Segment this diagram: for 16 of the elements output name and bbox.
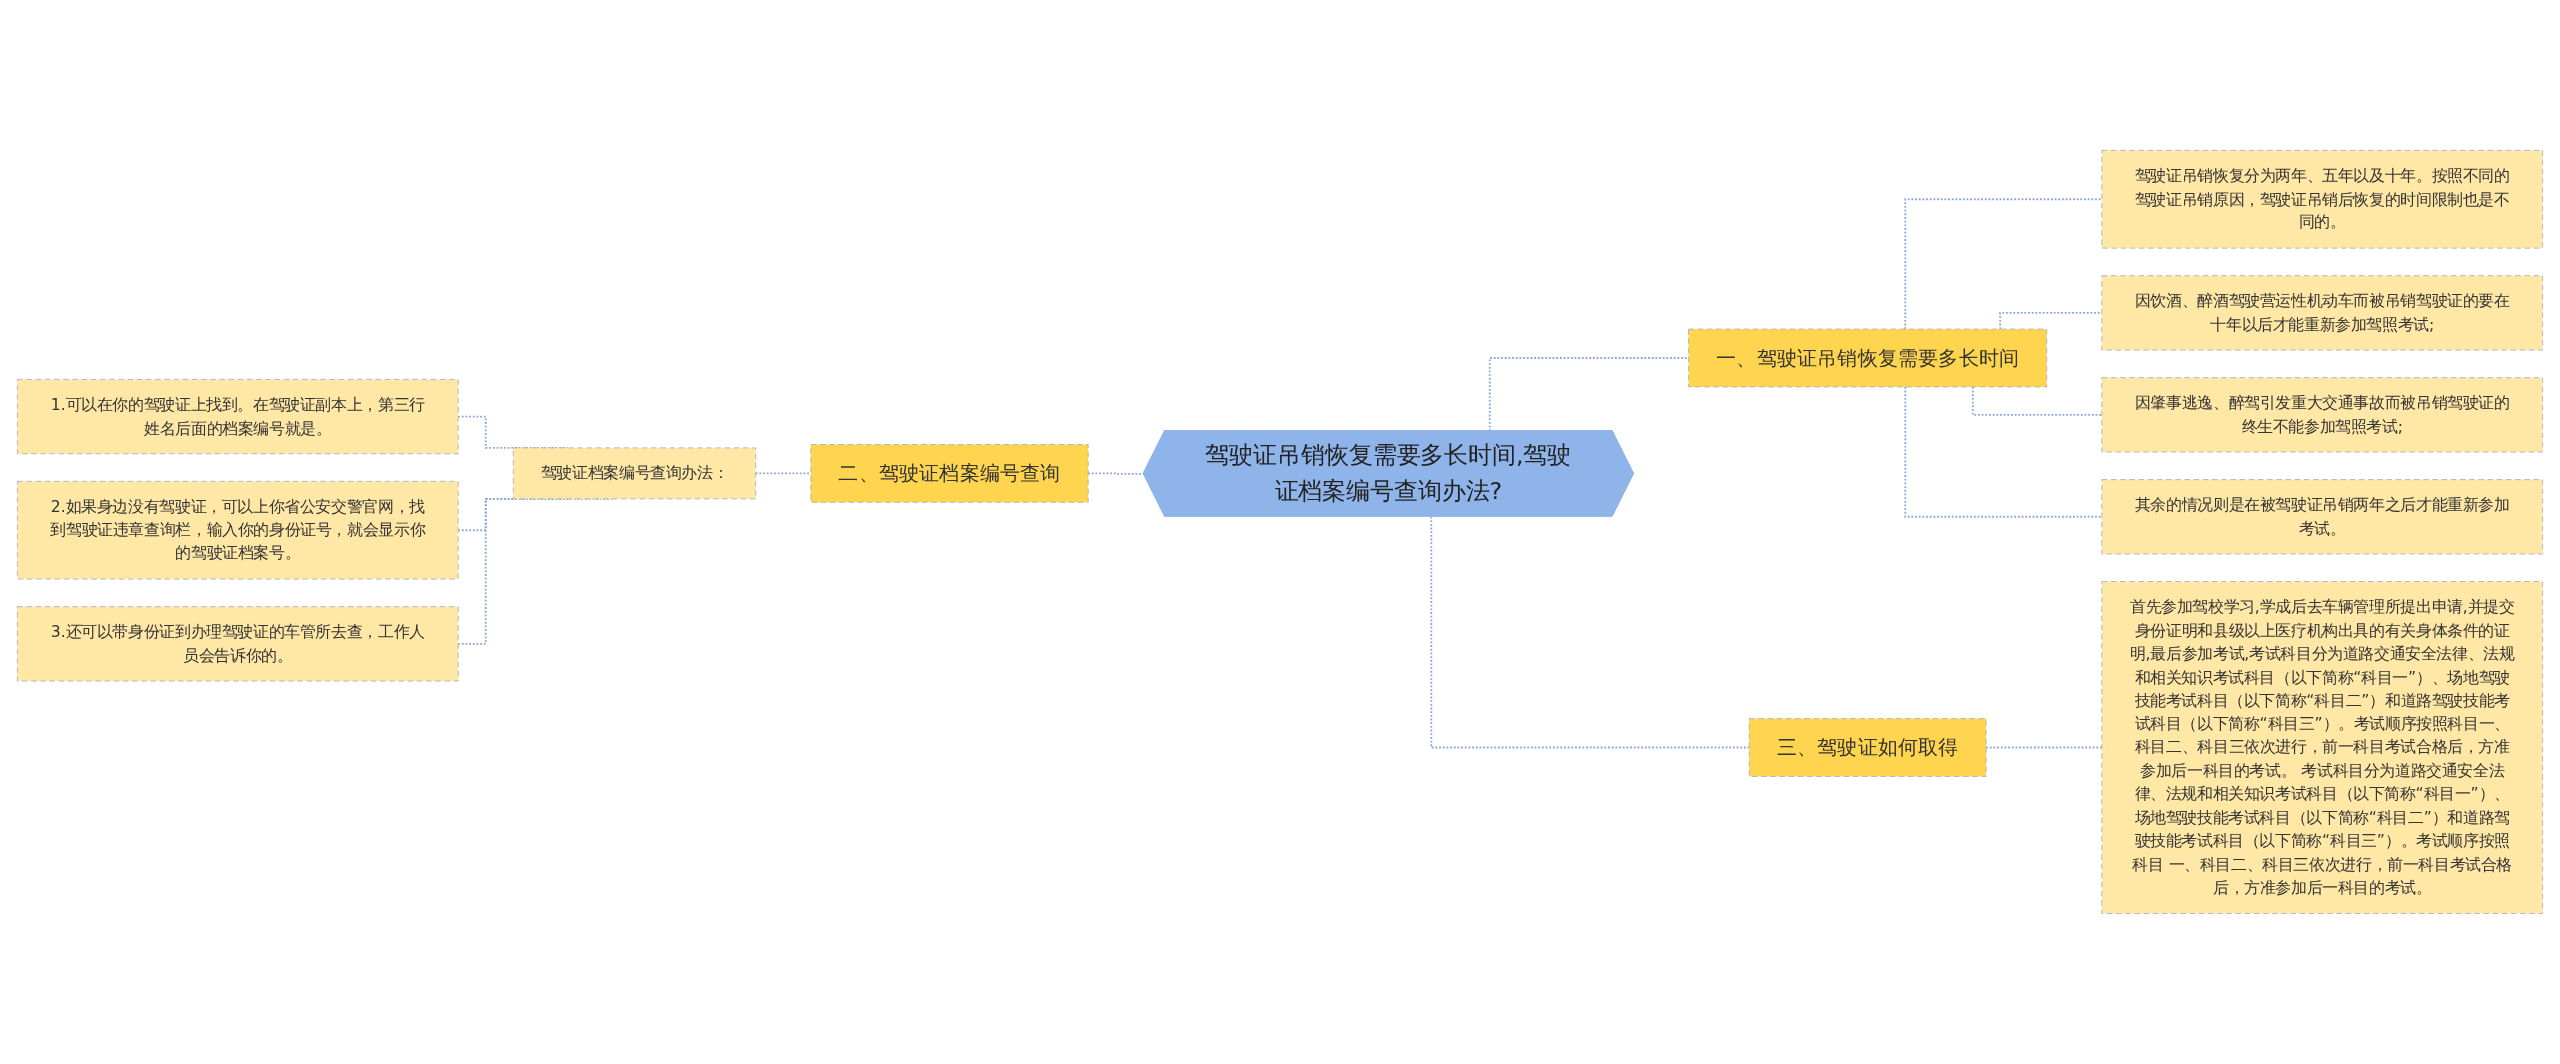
node-box: 3.还可以带身份证到办理驾驶证的车管所去查，工作人员会告诉你的。 bbox=[16, 606, 459, 682]
node-box: 首先参加驾校学习,学成后去车辆管理所提出申请,并提交身份证明和县级以上医疗机构出具的有关身体条件的证明,最后参加考试,考试科目分为道路交通安全法律、法规和相关知识考试科目（以下简称“科目一”）、场地驾驶技能考试科目（以下简称“科目二”）和道路驾驶技能考试科目（以下简称“科目三”）。考试顺序按照科目一、科目二、科目三依次进行，前一科目考试合格后，方准参加后一科目的考试。 考试科目分为道路交通安全法律、法规和相关知识考试科目（以下简称“科目一”）、场地驾驶技能考试科目（以下简称“科目二”）和道路驾驶技能考试科目（以下简称“科目三”）。考试顺序按照科目 一、科目二、科目三依次进行，前一科目考试合格后，方准参加后一科目的考试。 bbox=[2101, 581, 2544, 915]
node-box: 三、驾驶证如何取得 bbox=[1748, 718, 1987, 777]
node-box: 因饮酒、醉酒驾驶营运性机动车而被吊销驾驶证的要在十年以后才能重新参加驾照考试; bbox=[2101, 275, 2544, 351]
node-box: 驾驶证档案编号查询办法： bbox=[512, 447, 757, 500]
node-box: 因肇事逃逸、醉驾引发重大交通事故而被吊销驾驶证的终生不能参加驾照考试; bbox=[2101, 377, 2544, 453]
node-box: 驾驶证吊销恢复分为两年、五年以及十年。按照不同的驾驶证吊销原因，驾驶证吊销后恢复的时间限制也是不同的。 bbox=[2101, 149, 2544, 249]
node-box: 二、驾驶证档案编号查询 bbox=[810, 444, 1089, 503]
connector bbox=[1999, 312, 2103, 331]
connector bbox=[1430, 515, 1751, 749]
connector bbox=[1904, 198, 2103, 331]
node-box: 一、驾驶证吊销恢复需要多长时间 bbox=[1688, 328, 2048, 388]
node-box: 2.如果身边没有驾驶证，可以上你省公安交警官网，找到驾驶证违章查询栏，输入你的身份证号，就会显示你的驾驶证档案号。 bbox=[16, 480, 459, 580]
node-box: 1.可以在你的驾驶证上找到。在驾驶证副本上，第三行姓名后面的档案编号就是。 bbox=[16, 378, 459, 455]
connector bbox=[754, 472, 812, 475]
node-box: 其余的情况则是在被驾驶证吊销两年之后才能重新参加考试。 bbox=[2101, 479, 2544, 555]
